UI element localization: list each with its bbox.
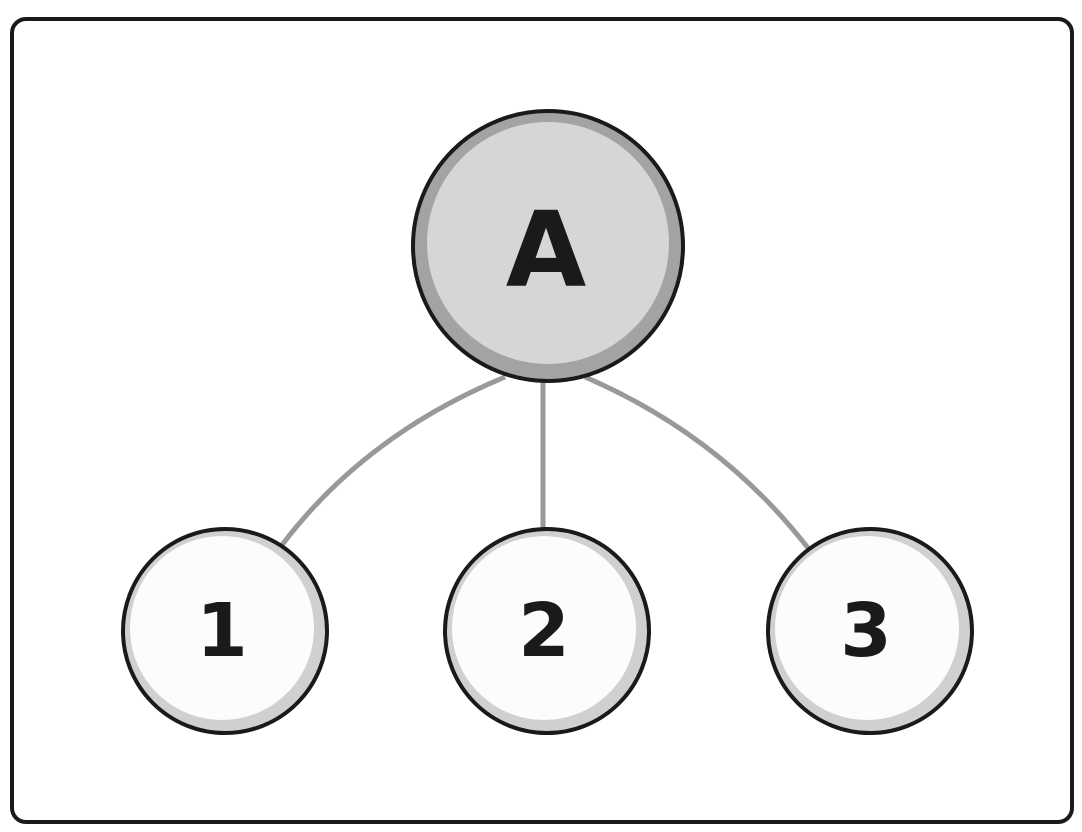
node-a-label: A [506,189,587,311]
edge-a-1 [280,374,506,547]
node-2-face [452,536,636,720]
node-1-face [130,536,314,720]
node-2-label: 2 [518,588,570,674]
node-1-label: 1 [196,588,248,674]
node-2: 2 [443,527,651,735]
edges [280,374,810,550]
node-1: 1 [121,527,329,735]
edge-a-3 [584,374,810,550]
node-a: A [411,109,685,383]
node-a-face [427,122,669,364]
node-3: 3 [766,527,974,735]
node-3-label: 3 [840,588,892,674]
node-3-face [775,536,959,720]
